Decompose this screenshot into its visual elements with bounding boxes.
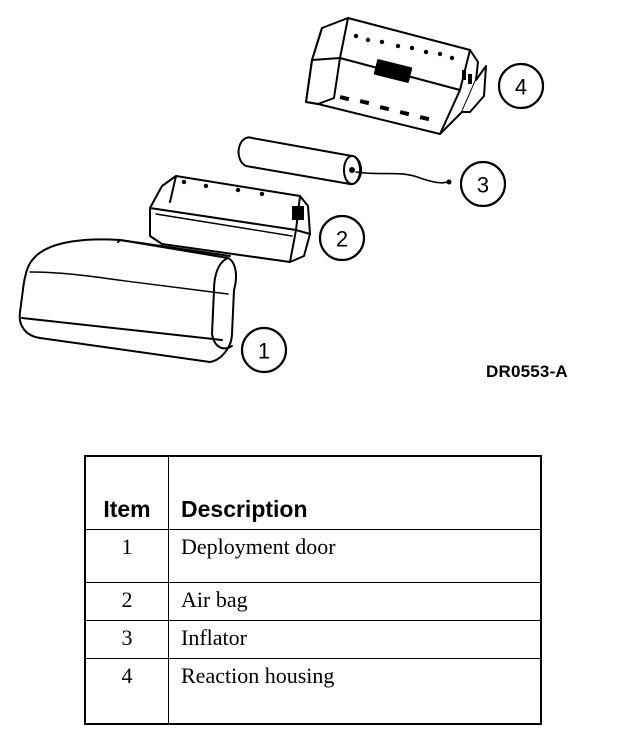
row-description: Reaction housing — [168, 658, 542, 725]
row-description: Air bag — [168, 582, 542, 621]
row-item-number: 4 — [84, 658, 169, 725]
reaction-housing-part — [305, 17, 487, 135]
table-row: 1 Deployment door — [84, 529, 542, 583]
table-row: 2 Air bag — [84, 582, 542, 621]
row-item-number: 3 — [84, 620, 169, 659]
header-item: Item — [84, 455, 169, 530]
deployment-door-part — [18, 238, 237, 363]
callout-3: 3 — [459, 160, 507, 208]
table-header-row: Item Description — [84, 455, 542, 530]
row-item-number: 1 — [84, 529, 169, 583]
air-bag-part — [149, 175, 311, 263]
svg-text:4: 4 — [515, 75, 527, 100]
exploded-view-diagram: 1 2 3 4 — [18, 17, 545, 374]
inflator-part — [237, 136, 452, 186]
table-row: 3 Inflator — [84, 620, 542, 659]
row-description: Inflator — [168, 620, 542, 659]
svg-text:2: 2 — [336, 227, 348, 252]
header-description: Description — [168, 455, 542, 530]
callout-1: 1 — [240, 326, 288, 374]
row-item-number: 2 — [84, 582, 169, 621]
callout-4: 4 — [497, 62, 545, 110]
table-row: 4 Reaction housing — [84, 658, 542, 725]
figure-id-label: DR0553-A — [486, 362, 568, 381]
svg-text:1: 1 — [258, 339, 270, 364]
parts-table: Item Description 1 Deployment door 2 Air… — [84, 455, 542, 725]
row-description: Deployment door — [168, 529, 542, 583]
callout-2: 2 — [318, 214, 366, 262]
svg-text:3: 3 — [477, 173, 489, 198]
